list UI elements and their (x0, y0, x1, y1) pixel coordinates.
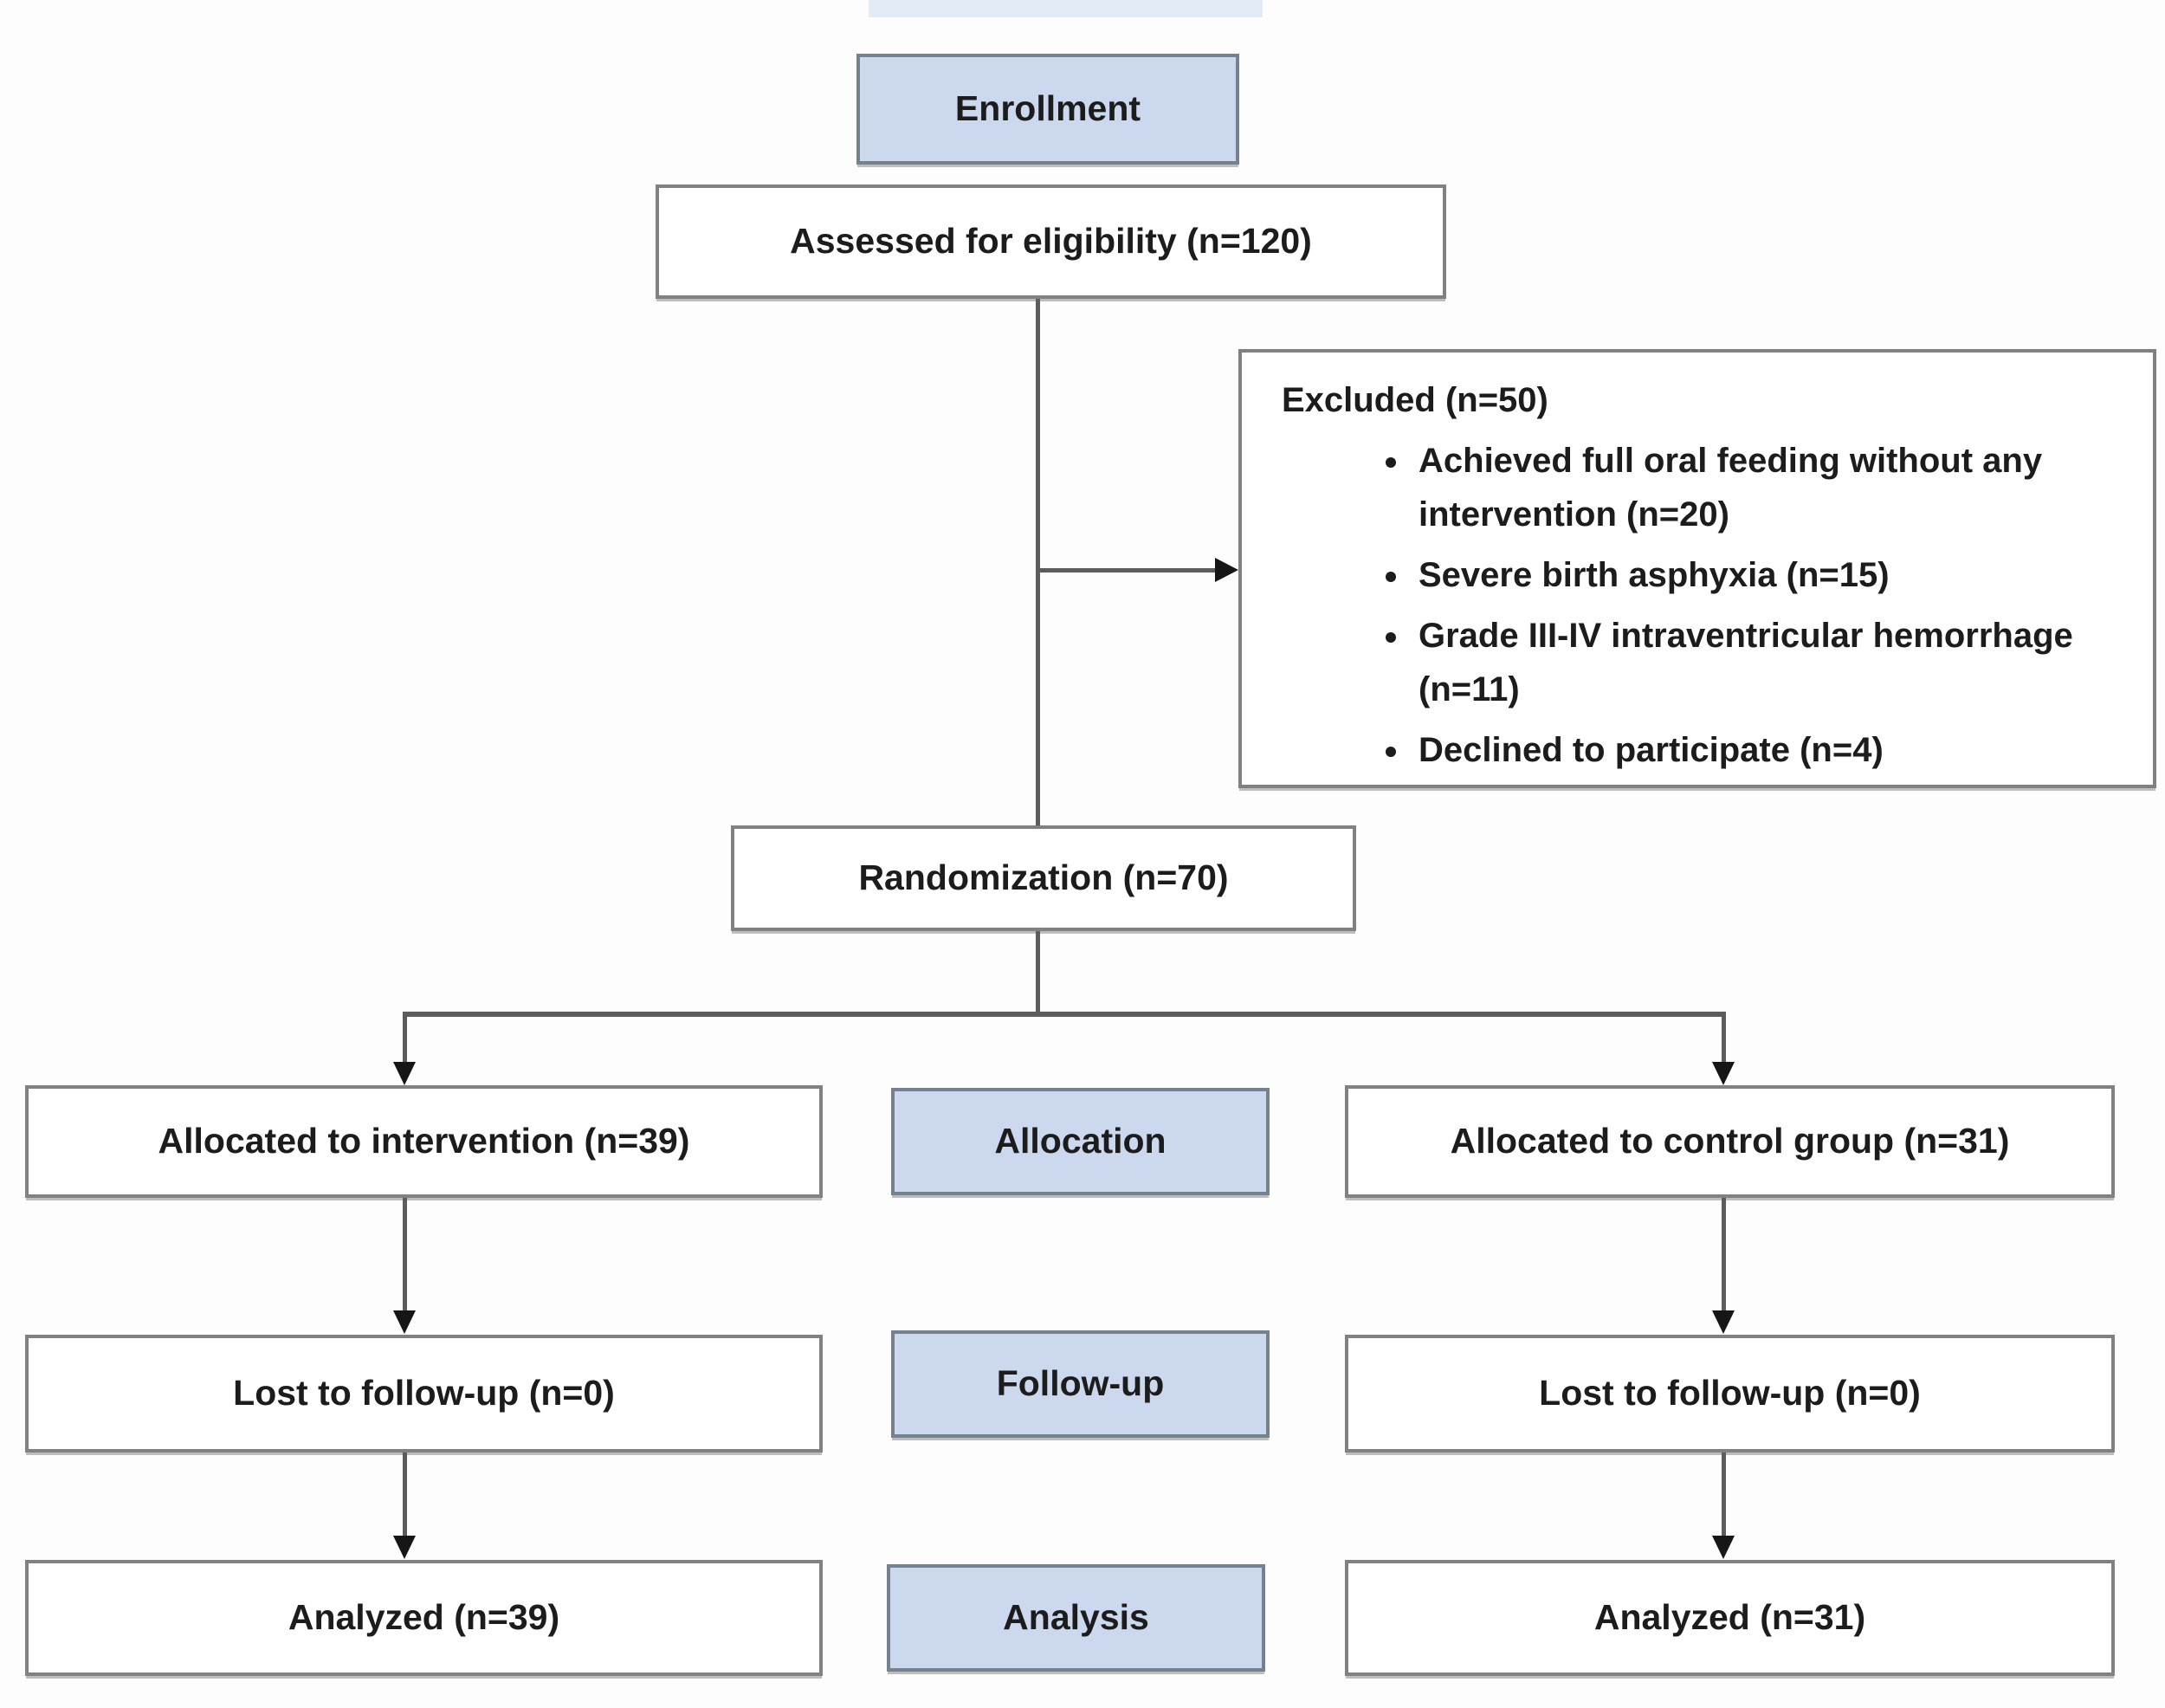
connector-control-to-analysis (1722, 1452, 1726, 1537)
analyzed-control-label: Analyzed (n=31) (1593, 1597, 1866, 1638)
connector-assessed-to-randomization (1036, 299, 1040, 827)
excluded-title: Excluded (n=50) (1282, 381, 1548, 419)
connector-intervention-to-followup (403, 1198, 407, 1312)
randomization-box: Randomization (n=70) (731, 825, 1356, 931)
connector-intervention-to-analysis (403, 1452, 407, 1537)
intervention-arrowhead-icon (393, 1062, 416, 1085)
analysis-stage-label: Analysis (1003, 1597, 1149, 1638)
lost-followup-intervention-label: Lost to follow-up (n=0) (233, 1373, 615, 1414)
control-followup-arrowhead-icon (1712, 1310, 1735, 1334)
lost-followup-intervention-box: Lost to follow-up (n=0) (25, 1335, 823, 1452)
allocation-stage-box: Allocation (891, 1088, 1270, 1195)
allocation-stage-label: Allocation (994, 1121, 1167, 1161)
assessed-eligibility-label: Assessed for eligibility (n=120) (790, 221, 1312, 262)
excluded-reason-item: Grade III-IV intraventricular hemorrhage… (1412, 609, 2130, 716)
assessed-eligibility-box: Assessed for eligibility (n=120) (656, 184, 1446, 299)
enrollment-stage-label: Enrollment (954, 88, 1141, 129)
enrollment-stage-box: Enrollment (856, 54, 1239, 165)
allocated-control-label: Allocated to control group (n=31) (1450, 1121, 2010, 1161)
lost-followup-control-box: Lost to follow-up (n=0) (1345, 1335, 2115, 1452)
excluded-reason-item: Severe birth asphyxia (n=15) (1412, 548, 2130, 602)
connector-control-to-followup (1722, 1198, 1726, 1312)
allocated-intervention-box: Allocated to intervention (n=39) (25, 1085, 823, 1198)
control-analysis-arrowhead-icon (1712, 1536, 1735, 1559)
followup-stage-label: Follow-up (996, 1363, 1165, 1404)
randomization-label: Randomization (n=70) (858, 857, 1229, 898)
excluded-reason-item: Declined to participate (n=4) (1412, 723, 2130, 777)
connector-to-excluded (1037, 568, 1216, 573)
analysis-stage-box: Analysis (887, 1564, 1265, 1672)
connector-randomization-to-split (1036, 931, 1040, 1016)
allocated-control-box: Allocated to control group (n=31) (1345, 1085, 2115, 1198)
excluded-box: Excluded (n=50) Achieved full oral feedi… (1238, 349, 2156, 788)
analyzed-control-box: Analyzed (n=31) (1345, 1560, 2115, 1676)
excluded-reason-list: Achieved full oral feeding without any i… (1282, 434, 2130, 777)
intervention-analysis-arrowhead-icon (393, 1536, 416, 1559)
cropped-box-remnant (869, 0, 1263, 17)
followup-stage-box: Follow-up (891, 1330, 1270, 1438)
intervention-followup-arrowhead-icon (393, 1310, 416, 1334)
connector-split-to-control (1722, 1012, 1726, 1064)
lost-followup-control-label: Lost to follow-up (n=0) (1539, 1373, 1921, 1414)
control-arrowhead-icon (1712, 1062, 1735, 1085)
analyzed-intervention-label: Analyzed (n=39) (288, 1597, 560, 1638)
excluded-reason-item: Achieved full oral feeding without any i… (1412, 434, 2130, 541)
excluded-arrowhead-icon (1215, 558, 1238, 582)
connector-split-to-intervention (403, 1012, 407, 1064)
analyzed-intervention-box: Analyzed (n=39) (25, 1560, 823, 1676)
connector-split-horizontal (403, 1012, 1726, 1017)
allocated-intervention-label: Allocated to intervention (n=39) (158, 1121, 690, 1161)
